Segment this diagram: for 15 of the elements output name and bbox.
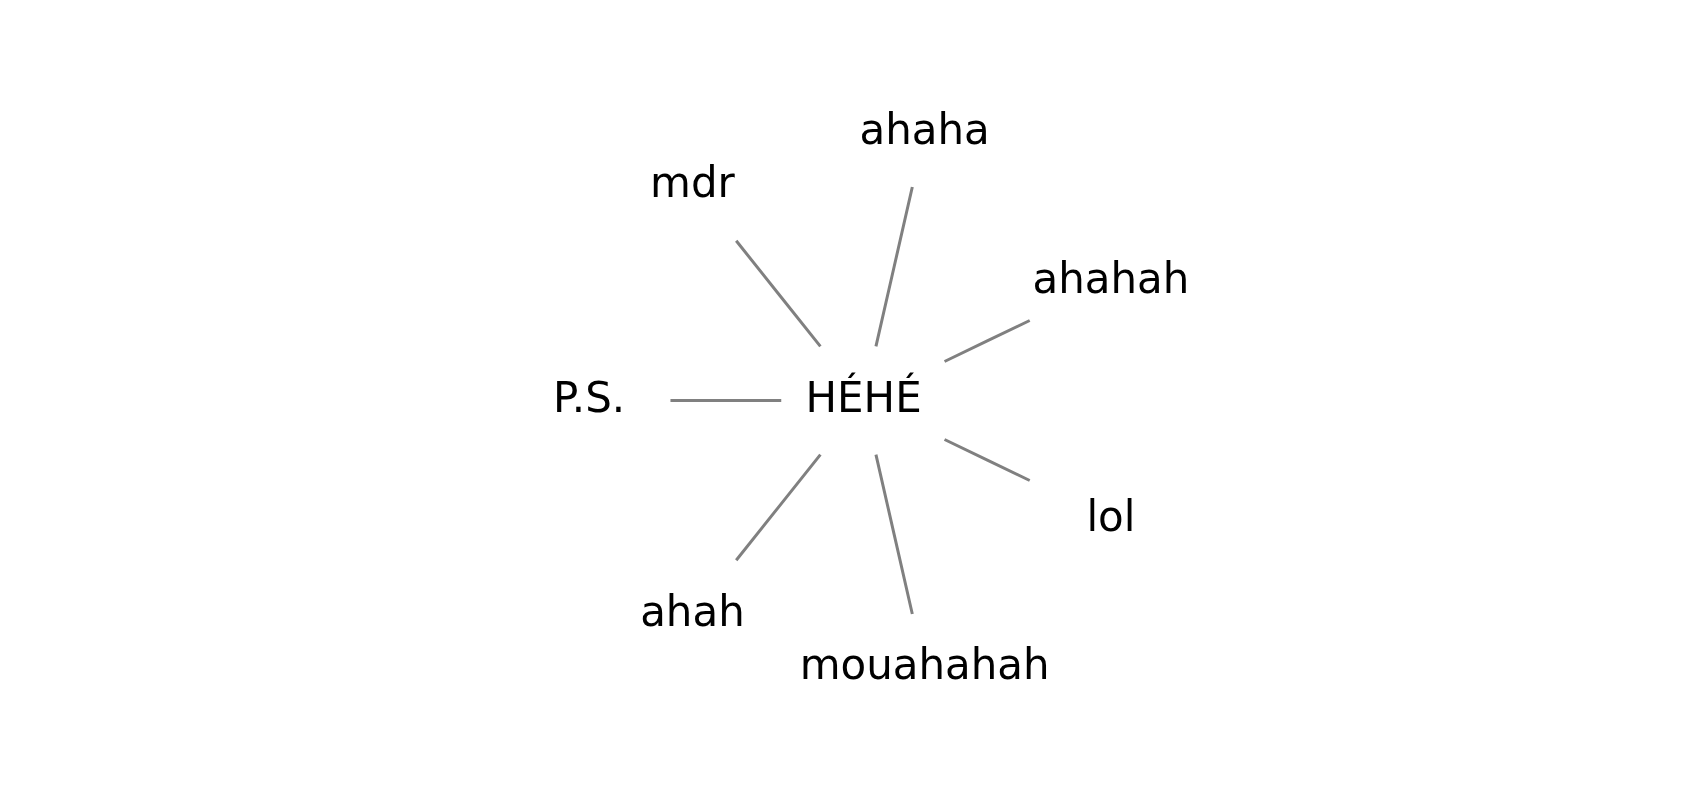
- node-text: mdr: [650, 157, 735, 207]
- connector: [735, 239, 822, 347]
- node-text: mouahahah: [799, 639, 1050, 689]
- connector: [874, 453, 914, 614]
- node-text: P.S.: [553, 372, 626, 422]
- node-text: ahahah: [1032, 253, 1190, 302]
- node-text: ahah: [640, 586, 745, 636]
- connector: [943, 318, 1031, 363]
- connector: [874, 186, 914, 347]
- connector: [943, 437, 1031, 482]
- node-text: lol: [1086, 491, 1136, 541]
- node-text: HÉHÉ: [805, 372, 922, 422]
- connector: [735, 453, 822, 561]
- node-text: ahaha: [859, 104, 990, 154]
- connector: [670, 398, 782, 402]
